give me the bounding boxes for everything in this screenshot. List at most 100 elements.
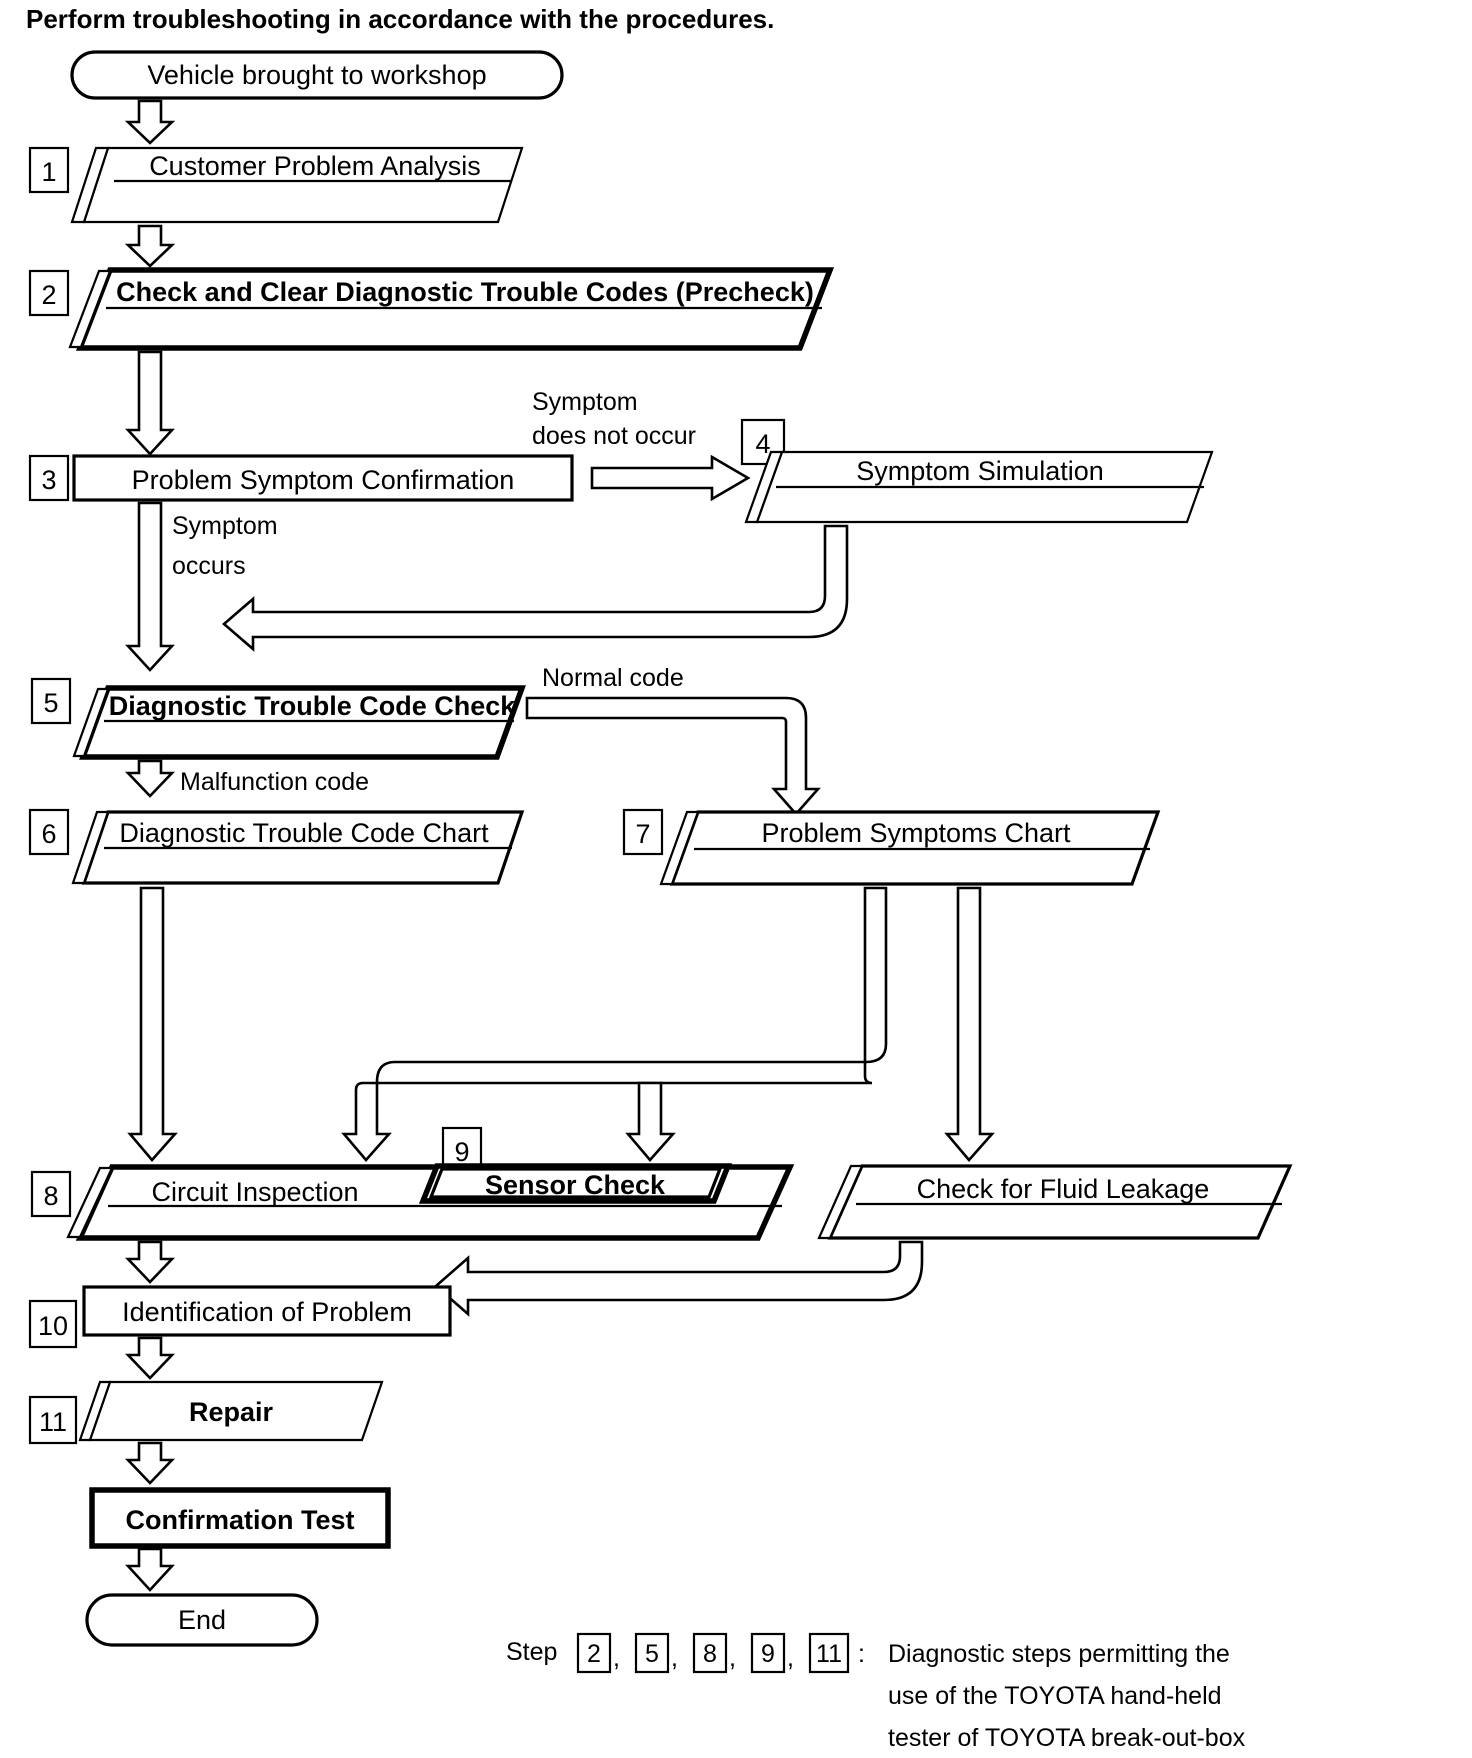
edge-label-symptom-occurs-line1: Symptom — [172, 512, 278, 540]
step-box-11 — [28, 1395, 78, 1445]
node-9[interactable]: 9 Sensor Check — [418, 1126, 733, 1204]
node-5-side — [72, 687, 110, 758]
step-box-7 — [622, 808, 664, 856]
step-number-10: 10 — [38, 1311, 68, 1341]
intro-text: Perform troubleshooting in accordance wi… — [26, 4, 774, 34]
step-number-11: 11 — [39, 1407, 67, 1437]
node-10-side — [78, 1380, 112, 1442]
step-box-3 — [28, 454, 70, 502]
node-4-label: Symptom Simulation — [856, 456, 1104, 486]
node-6-label: Diagnostic Trouble Code Chart — [119, 818, 489, 848]
node-end-label: End — [178, 1605, 226, 1635]
arrow-2-to-3 — [125, 350, 175, 456]
node-9-label: Sensor Check — [485, 1170, 666, 1200]
step-number-5: 5 — [43, 688, 58, 718]
node-4[interactable]: 4 Symptom Simulation — [740, 418, 1214, 524]
legend-step-box-8 — [692, 1632, 728, 1674]
arrow-6-to-8 — [127, 886, 178, 1162]
step-number-3: 3 — [41, 465, 56, 495]
step-number-2: 2 — [41, 280, 56, 310]
node-2[interactable]: 2 Check and Clear Diagnostic Trouble Cod… — [28, 267, 835, 351]
node-2-label: Check and Clear Diagnostic Trouble Codes… — [116, 277, 814, 307]
node-identification-shape — [82, 1285, 452, 1337]
legend-comma-1: , — [613, 1644, 620, 1672]
node-7[interactable]: 7 Problem Symptoms Chart — [622, 808, 1161, 886]
legend-step-8: 8 — [703, 1640, 717, 1668]
legend-step-2: 2 — [587, 1640, 601, 1668]
step-box-8 — [30, 1170, 72, 1218]
legend-step-box-2 — [576, 1632, 612, 1674]
arrow-repair-to-confirmation — [124, 1441, 176, 1485]
node-check-fluid-leakage[interactable]: Check for Fluid Leakage — [817, 1164, 1293, 1240]
node-start-label: Vehicle brought to workshop — [147, 60, 486, 90]
step-number-9: 9 — [454, 1137, 469, 1167]
legend-step-box-5 — [634, 1632, 670, 1674]
legend-step-11: 11 — [816, 1640, 842, 1668]
legend-comma-2: , — [671, 1644, 678, 1672]
arrow-start-to-1 — [124, 99, 176, 145]
legend-comma-4: , — [787, 1644, 794, 1672]
node-11[interactable]: 11 Confirmation Test — [28, 1395, 391, 1549]
node-11-shape — [89, 1487, 391, 1549]
arrow-fluid-leakage-to-identification — [434, 1240, 924, 1317]
edge-label-malfunction-code: Malfunction code — [180, 768, 369, 796]
legend-comma-3: , — [729, 1644, 736, 1672]
arrow-identification-to-repair — [124, 1336, 176, 1380]
arrow-5-to-6-malfunction — [124, 759, 176, 798]
step-number-7: 7 — [635, 819, 650, 849]
arrow-8-to-identification — [124, 1240, 176, 1284]
arrow-7-to-fluid-leakage — [944, 886, 995, 1162]
edge-label-symptom-not-occur-line1: Symptom — [532, 388, 638, 416]
arrow-confirmation-to-end — [125, 1547, 175, 1592]
node-5-label: Diagnostic Trouble Code Check — [109, 691, 517, 721]
node-1[interactable]: 1 Customer Problem Analysis — [28, 146, 524, 224]
arrow-3-to-5 — [125, 501, 175, 672]
arrow-4-to-5-loopback — [222, 524, 849, 652]
node-9-shape — [428, 1167, 723, 1199]
node-8-side — [66, 1166, 114, 1239]
node-4-side — [744, 450, 784, 524]
node-6[interactable]: 6 Diagnostic Trouble Code Chart — [28, 808, 525, 885]
node-7-side — [659, 810, 700, 886]
terminator-shape — [70, 50, 564, 100]
node-identification-label: Identification of Problem — [122, 1297, 412, 1327]
edge-label-symptom-not-occur-line2: does not occur — [532, 422, 696, 450]
arrow-1-to-2 — [124, 224, 176, 268]
node-11-label: Confirmation Test — [126, 1505, 355, 1535]
node-10-label: Repair — [189, 1397, 274, 1427]
step-number-4: 4 — [755, 429, 770, 459]
step-number-1: 1 — [41, 157, 56, 187]
legend-step-9: 9 — [761, 1640, 775, 1668]
step-box-10 — [28, 1299, 78, 1349]
legend-colon: : — [858, 1640, 865, 1668]
arrow-5-to-7-normal-code — [525, 696, 821, 816]
legend-step-box-9 — [750, 1632, 786, 1674]
legend-step-5: 5 — [645, 1640, 659, 1668]
legend-step-word: Step — [506, 1638, 557, 1666]
step-number-6: 6 — [41, 819, 56, 849]
node-5[interactable]: 5 Diagnostic Trouble Code Check — [30, 677, 526, 760]
node-end[interactable]: End — [85, 1593, 319, 1647]
edge-label-symptom-occurs-line2: occurs — [172, 552, 246, 580]
node-6-side — [71, 810, 110, 885]
node-fluid-leakage-side — [817, 1164, 864, 1240]
node-2-side — [68, 269, 112, 349]
node-3-label: Problem Symptom Confirmation — [132, 465, 515, 495]
step-number-8: 8 — [43, 1181, 58, 1211]
node-1-label: Customer Problem Analysis — [149, 151, 481, 181]
node-3[interactable]: 3 Problem Symptom Confirmation — [28, 454, 574, 502]
node-fluid-leakage-label: Check for Fluid Leakage — [917, 1174, 1210, 1204]
node-8-label: Circuit Inspection — [151, 1177, 358, 1207]
step-box-1 — [28, 146, 70, 194]
arrow-7-to-8 — [341, 886, 888, 1162]
terminator-end-shape — [85, 1593, 319, 1647]
node-start[interactable]: Vehicle brought to workshop — [70, 50, 564, 100]
node-10[interactable]: 10 Repair — [28, 1299, 384, 1442]
legend-step-box-11 — [808, 1632, 850, 1674]
legend-line-2: use of the TOYOTA hand-held — [888, 1682, 1222, 1710]
legend-line-1: Diagnostic steps permitting the — [888, 1640, 1230, 1668]
node-identification-of-problem[interactable]: Identification of Problem — [82, 1285, 452, 1337]
node-7-label: Problem Symptoms Chart — [761, 818, 1071, 848]
edge-label-normal-code: Normal code — [542, 664, 684, 692]
